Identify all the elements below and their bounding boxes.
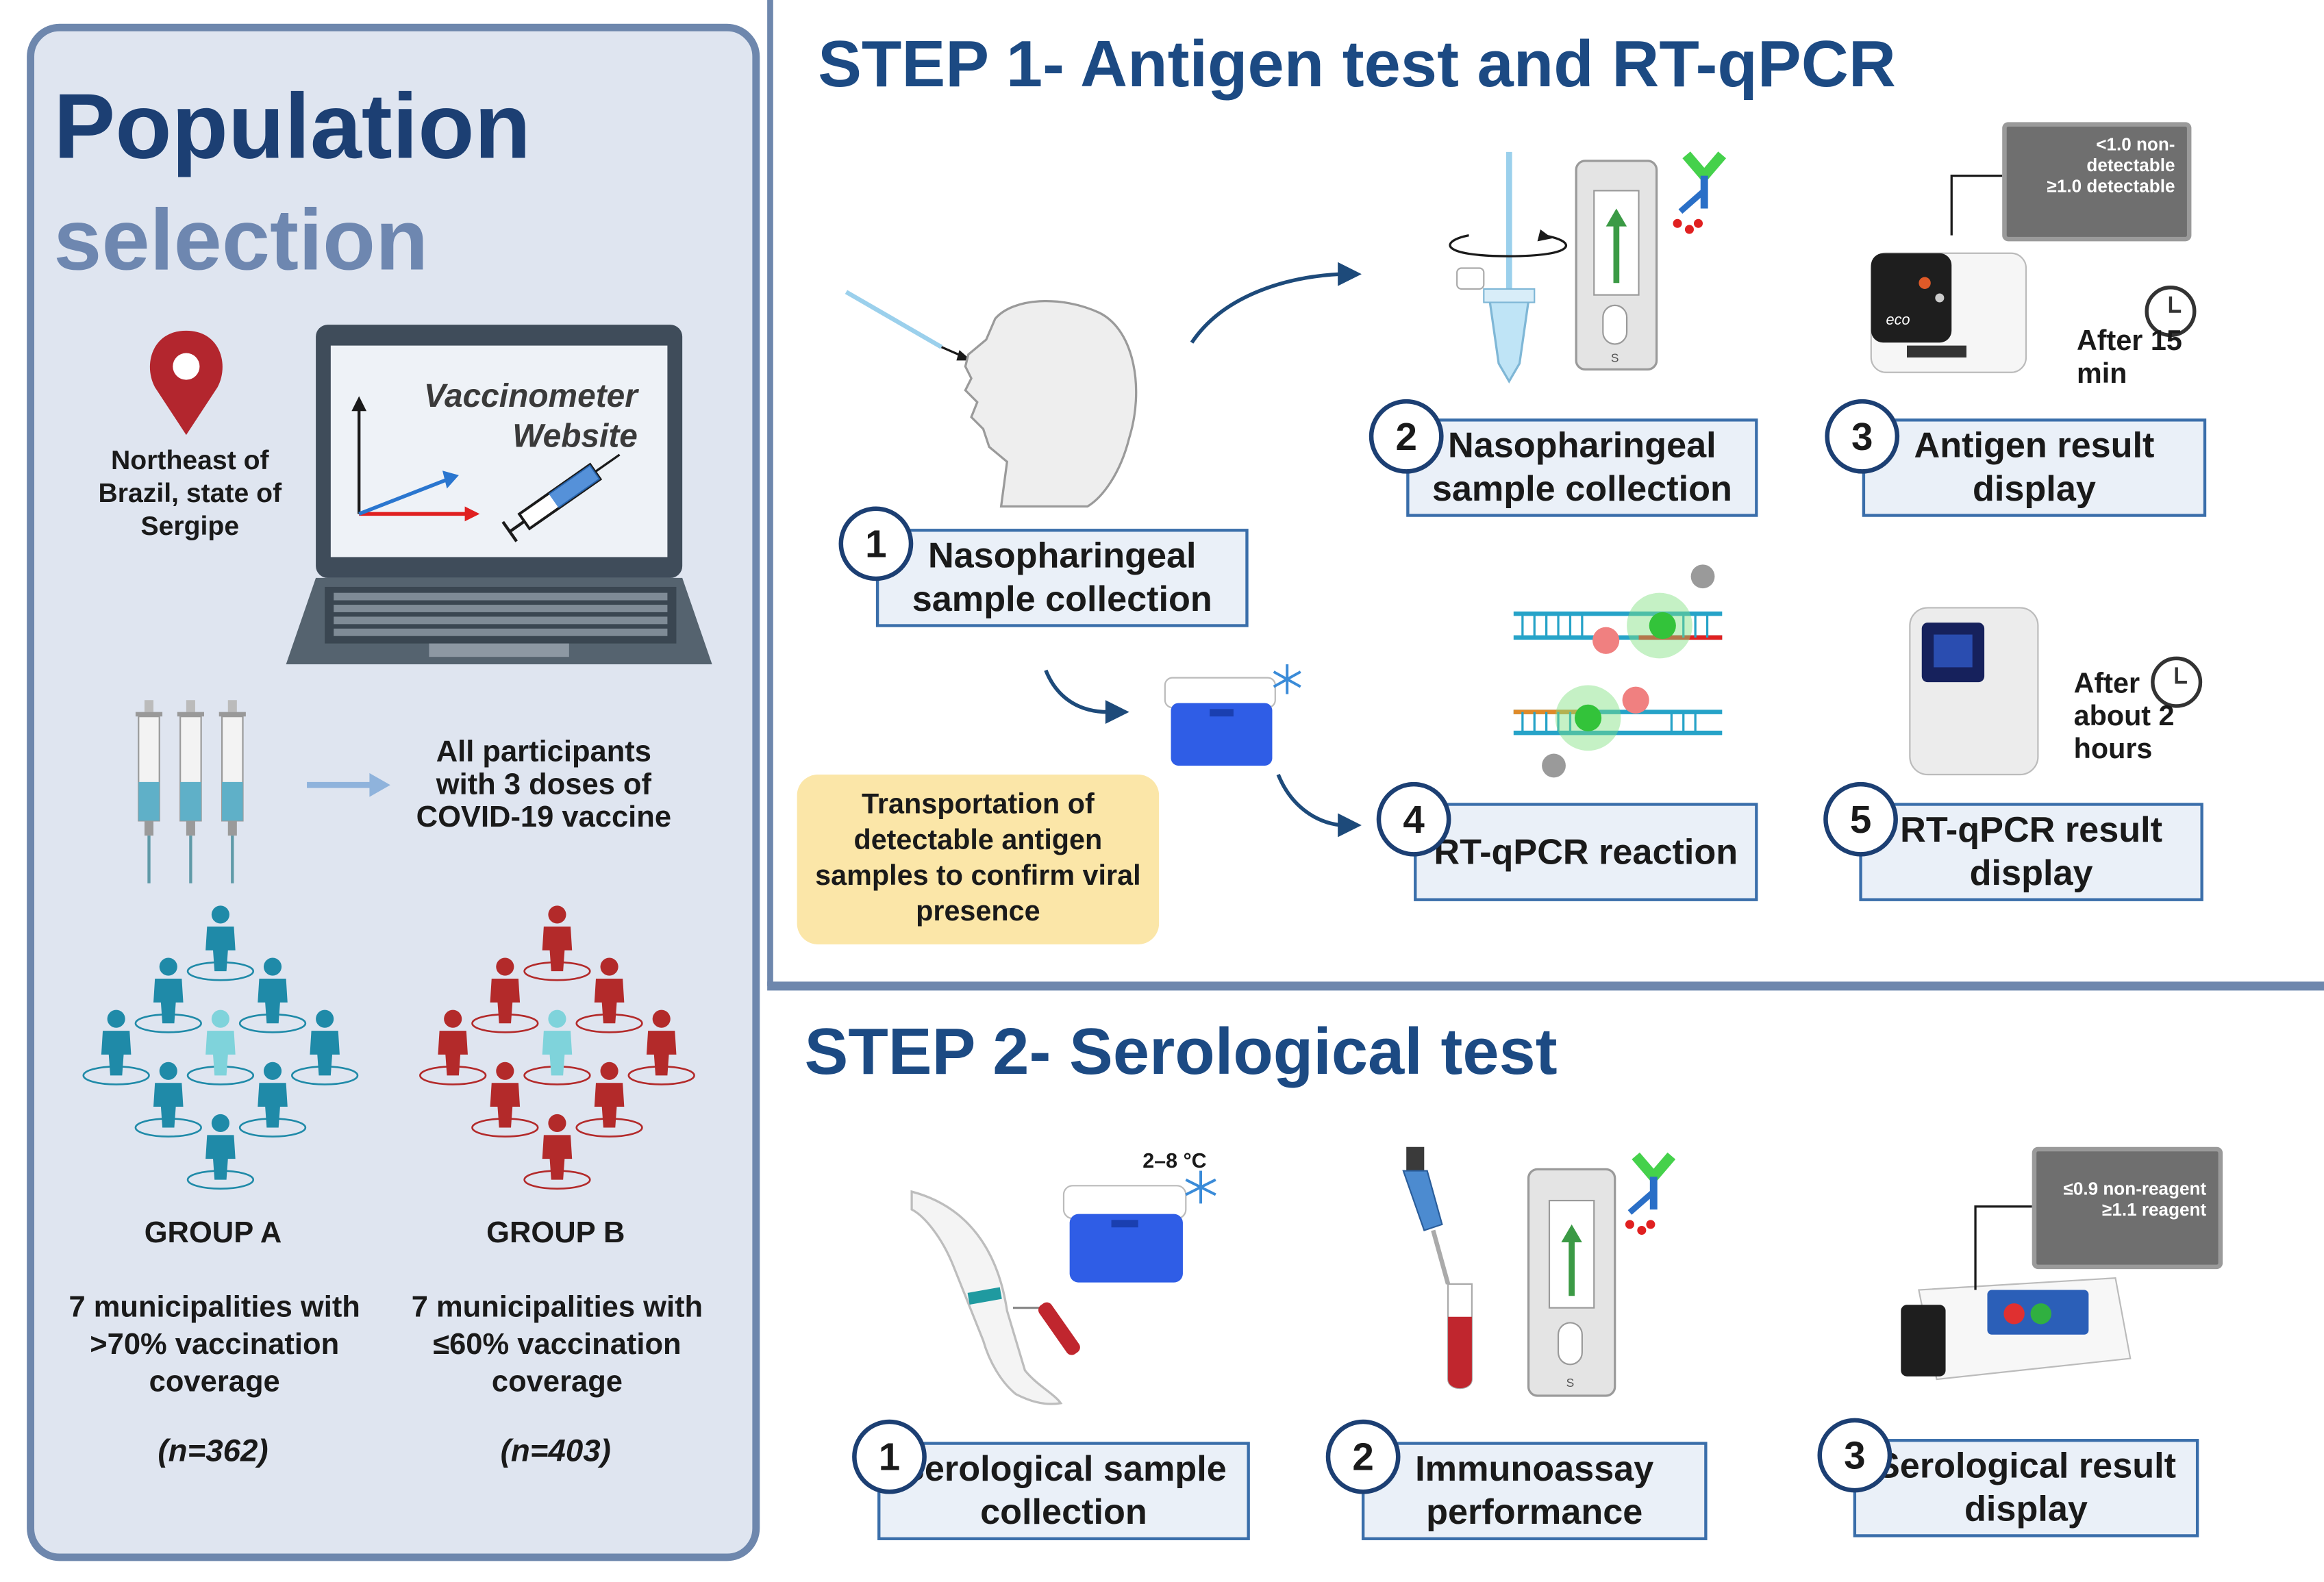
- arrowhead: [1105, 262, 1362, 838]
- snowflake-icon: [1273, 664, 1301, 694]
- step1-label-2: Nasopharingeal sample collection: [1406, 418, 1758, 517]
- antigen-time: After 15 min: [2076, 326, 2182, 390]
- screen-line: ≤0.9 non-reagent: [2063, 1178, 2207, 1199]
- test-reader-icon: eco: [1870, 175, 2027, 373]
- pipette-icon: [1402, 1146, 1451, 1285]
- screen-line: <1.0 non-detectable: [2086, 134, 2175, 176]
- qpcr-machine-icon: [1909, 607, 2039, 776]
- svg-text:S: S: [1611, 351, 1619, 365]
- group-b-name: GROUP B: [486, 1216, 625, 1250]
- map-pin-icon: [149, 330, 223, 436]
- laptop-icon: [286, 325, 712, 665]
- temperature-label: 2–8 °C: [1142, 1148, 1207, 1172]
- screen-line: ≥1.0 detectable: [2047, 175, 2175, 197]
- clock-icon: [2151, 656, 2203, 708]
- participants-text: All participants with 3 doses of COVID-1…: [416, 736, 672, 834]
- step2-number-1: 1: [852, 1419, 927, 1494]
- step2-title: STEP 2- Serological test: [804, 1016, 1558, 1089]
- population-subtitle: selection: [53, 192, 429, 289]
- sero-result-screen: ≤0.9 non-reagent ≥1.1 reagent: [2032, 1146, 2223, 1270]
- group-b-n: (n=403): [500, 1434, 611, 1469]
- blood-tube-icon: [1447, 1283, 1473, 1390]
- dna-probe-icon: [1513, 564, 1723, 778]
- step2-number-2: 2: [1325, 1419, 1401, 1494]
- arrow-right-icon: [307, 773, 390, 797]
- step2-label-1: Serological sample collection: [877, 1442, 1250, 1540]
- blood-draw-arm-icon: [910, 1190, 1080, 1405]
- process-arrow: [1044, 272, 1341, 827]
- head-profile-icon: [964, 299, 1138, 508]
- sample-tube-icon: [1449, 151, 1567, 384]
- clock-icon: [2145, 286, 2197, 338]
- screen-line: ≥1.1 reagent: [2102, 1198, 2207, 1220]
- horizontal-divider: [767, 981, 2324, 991]
- test-cassette-icon: S: [1527, 1168, 1616, 1397]
- group-a-name: GROUP A: [144, 1216, 282, 1250]
- syringe-icon: [501, 453, 621, 542]
- step1-number-5: 5: [1823, 781, 1898, 857]
- antigen-result-screen: <1.0 non-detectable ≥1.0 detectable: [2002, 122, 2192, 242]
- step2-label-2: Immunoassay performance: [1361, 1442, 1708, 1540]
- antibody-icon: [1625, 1152, 1676, 1235]
- group-b-desc: 7 municipalities with ≤60% vaccination c…: [411, 1291, 703, 1399]
- step2-number-3: 3: [1817, 1418, 1892, 1493]
- step1-number-4: 4: [1376, 781, 1451, 857]
- step1-label-1: Nasopharingeal sample collection: [875, 529, 1249, 627]
- laptop-text: Vaccinometer Website: [423, 377, 638, 455]
- step1-number-2: 2: [1369, 399, 1444, 474]
- step1-title: STEP 1- Antigen test and RT-qPCR: [818, 28, 1896, 101]
- cooler-box-icon: [1164, 677, 1276, 766]
- step1-number-3: 3: [1825, 399, 1900, 474]
- svg-text:eco: eco: [1886, 311, 1910, 328]
- svg-text:S: S: [1566, 1376, 1575, 1390]
- step1-label-4: RT-qPCR reaction: [1414, 803, 1758, 901]
- people-network-icon: [82, 905, 359, 1190]
- syringe-icon: [135, 700, 246, 883]
- location-label: Northeast of Brazil, state of Sergipe: [98, 445, 282, 541]
- step1-label-5: RT-qPCR result display: [1859, 803, 2203, 901]
- cooler-box-icon: [1062, 1185, 1187, 1283]
- snowflake-icon: [1185, 1170, 1216, 1204]
- group-a-n: (n=362): [158, 1434, 268, 1469]
- antibody-icon: [1673, 151, 1727, 234]
- transport-note: Transportation of detectable antigen sam…: [797, 775, 1160, 944]
- test-cassette-icon: S: [1575, 160, 1658, 371]
- step2-label-3: Serological result display: [1853, 1439, 2199, 1537]
- vertical-divider: [767, 0, 773, 986]
- test-reader-icon: [1901, 1205, 2132, 1381]
- step1-number-1: 1: [838, 506, 914, 581]
- people-network-icon: [419, 905, 695, 1190]
- group-a-desc: 7 municipalities with >70% vaccination c…: [68, 1291, 360, 1399]
- step1-label-3: Antigen result display: [1862, 418, 2207, 517]
- pcr-time: After about 2 hours: [2073, 668, 2175, 766]
- population-title: Population: [53, 75, 531, 179]
